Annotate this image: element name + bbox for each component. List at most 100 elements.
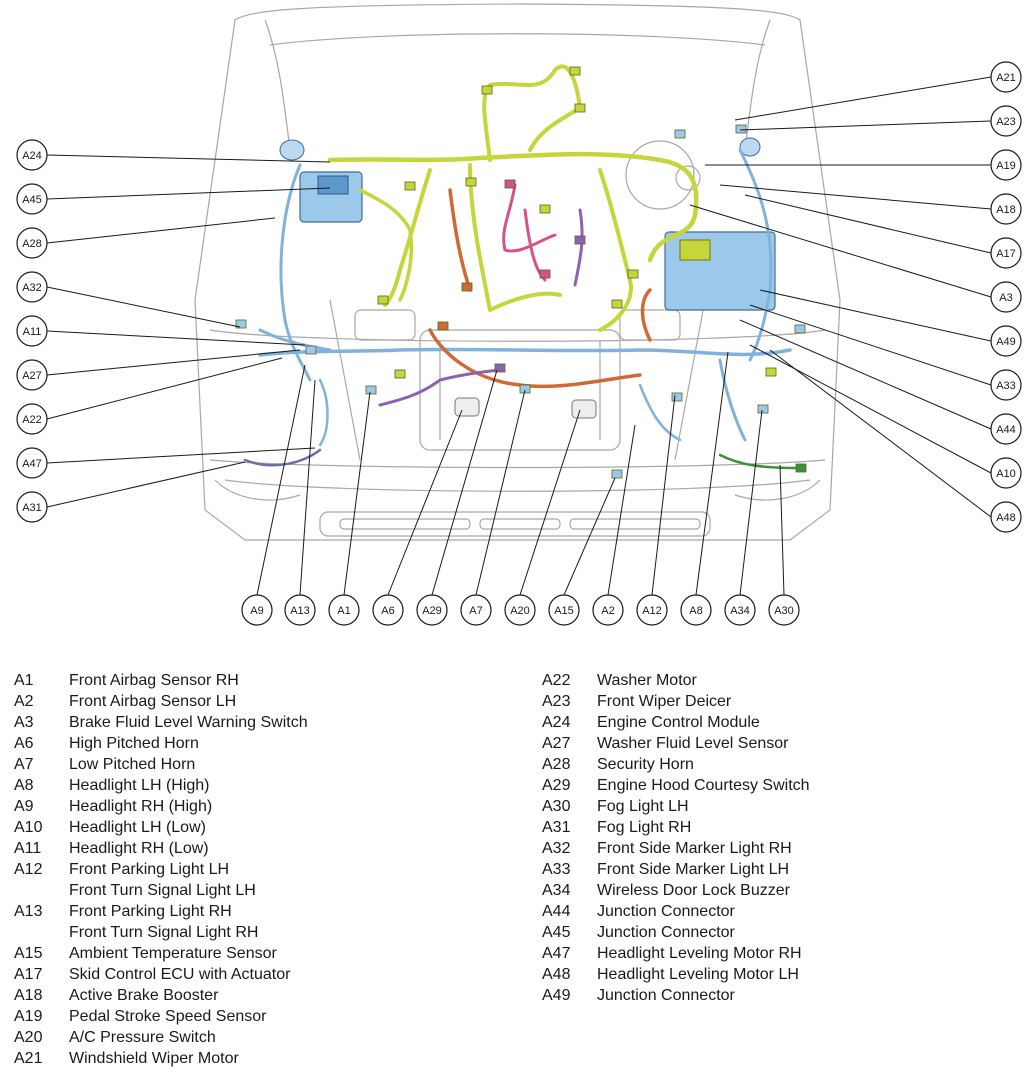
legend-code: A48 xyxy=(542,966,571,983)
leader-line xyxy=(431,369,498,596)
callout: A9 xyxy=(241,594,273,626)
callout-circle xyxy=(990,237,1022,269)
leader-line xyxy=(734,76,992,121)
wire-harnesses xyxy=(243,64,802,470)
legend-code: A2 xyxy=(14,693,34,710)
leader-line xyxy=(651,394,676,596)
ecm-connector-shape xyxy=(317,175,349,195)
leader-line xyxy=(779,464,785,596)
callout: A1 xyxy=(328,594,360,626)
callout-label: A18 xyxy=(996,204,1016,216)
legend-name: Pedal Stroke Speed Sensor xyxy=(69,1008,267,1025)
legend-name: Headlight RH (High) xyxy=(69,798,213,815)
callout-circle xyxy=(16,491,48,523)
connector-marker xyxy=(574,103,586,113)
callout: A11 xyxy=(16,315,48,347)
callout-label: A48 xyxy=(996,512,1016,524)
connector-marker xyxy=(539,204,551,214)
leader-line xyxy=(749,304,992,386)
callout: A10 xyxy=(990,457,1022,489)
callout-circle xyxy=(636,594,668,626)
callout: A6 xyxy=(372,594,404,626)
callout-label: A10 xyxy=(996,468,1016,480)
callout-circle xyxy=(328,594,360,626)
connector-marker xyxy=(574,235,586,245)
callout-circles: A24A45A28A32A11A27A22A47A31A21A23A19A18A… xyxy=(16,61,1022,626)
legend-code: A7 xyxy=(14,756,34,773)
leader-line xyxy=(759,289,992,342)
harness-main-trunk xyxy=(327,151,699,263)
callout: A8 xyxy=(680,594,712,626)
connector-marker xyxy=(481,85,493,95)
callout-label: A30 xyxy=(774,605,794,617)
connector-marker xyxy=(794,324,806,334)
legend-code: A3 xyxy=(14,714,34,731)
connector-marker xyxy=(795,463,807,473)
callout: A28 xyxy=(16,227,48,259)
legend-name: Front Side Marker Light RH xyxy=(597,840,792,857)
connector-marker xyxy=(539,269,551,279)
harness-blue-bottom xyxy=(318,378,682,447)
leader-line xyxy=(387,409,463,596)
harness-purple xyxy=(378,208,584,407)
connector-marker xyxy=(235,319,247,329)
callout: A20 xyxy=(504,594,536,626)
leader-line xyxy=(695,351,729,596)
connector-marker xyxy=(519,384,531,394)
legend-code: A27 xyxy=(542,735,571,752)
harness-main-branch-left xyxy=(358,188,414,302)
connector-marker xyxy=(365,385,377,395)
legend-code: A30 xyxy=(542,798,571,815)
callout: A21 xyxy=(990,61,1022,93)
connector-marker xyxy=(627,269,639,279)
callout-circle xyxy=(16,403,48,435)
legend-code: A10 xyxy=(14,819,43,836)
deicer-connector-shape xyxy=(739,137,761,157)
callout-label: A2 xyxy=(601,605,614,617)
callout-circle xyxy=(990,413,1022,445)
callout: A17 xyxy=(990,237,1022,269)
callout-label: A1 xyxy=(337,605,350,617)
legend-code: A23 xyxy=(542,693,571,710)
leader-line xyxy=(256,364,306,596)
leader-line xyxy=(299,379,316,596)
callout-circle xyxy=(16,183,48,215)
legend-name: Windshield Wiper Motor xyxy=(69,1050,239,1067)
callout-label: A20 xyxy=(510,605,530,617)
legend-name: Junction Connector xyxy=(597,903,735,920)
connector-marker xyxy=(674,129,686,139)
callout-circle xyxy=(768,594,800,626)
callout-circle xyxy=(16,139,48,171)
legend-name: Wireless Door Lock Buzzer xyxy=(597,882,790,899)
callout-label: A31 xyxy=(22,502,42,514)
legend-name: Front Wiper Deicer xyxy=(597,693,732,710)
leader-line xyxy=(343,391,371,596)
legend-name: Front Side Marker Light LH xyxy=(597,861,790,878)
harness-pink xyxy=(502,183,557,282)
legend-code: A29 xyxy=(542,777,571,794)
leader-line xyxy=(46,187,331,200)
legend-name: Front Airbag Sensor LH xyxy=(69,693,237,710)
callout: A32 xyxy=(16,271,48,303)
callout-label: A8 xyxy=(689,605,702,617)
leader-line xyxy=(46,217,276,244)
legend-code: A28 xyxy=(542,756,571,773)
legend-name: Front Airbag Sensor RH xyxy=(69,672,239,689)
legend-name: Headlight Leveling Motor RH xyxy=(597,945,802,962)
callout: A44 xyxy=(990,413,1022,445)
callout: A48 xyxy=(990,501,1022,533)
leader-line xyxy=(739,409,763,596)
legend-name: Engine Control Module xyxy=(597,714,760,731)
callout: A34 xyxy=(724,594,756,626)
legend-code: A44 xyxy=(542,903,571,920)
legend-code: A32 xyxy=(542,840,571,857)
legend-name: Washer Fluid Level Sensor xyxy=(597,735,789,752)
callout-label: A44 xyxy=(996,424,1016,436)
callout: A27 xyxy=(16,359,48,391)
connector-marker xyxy=(611,299,623,309)
connector-marker xyxy=(494,363,506,373)
horn-low-shape xyxy=(571,399,597,419)
callout: A23 xyxy=(990,105,1022,137)
legend-name: Ambient Temperature Sensor xyxy=(69,945,277,962)
